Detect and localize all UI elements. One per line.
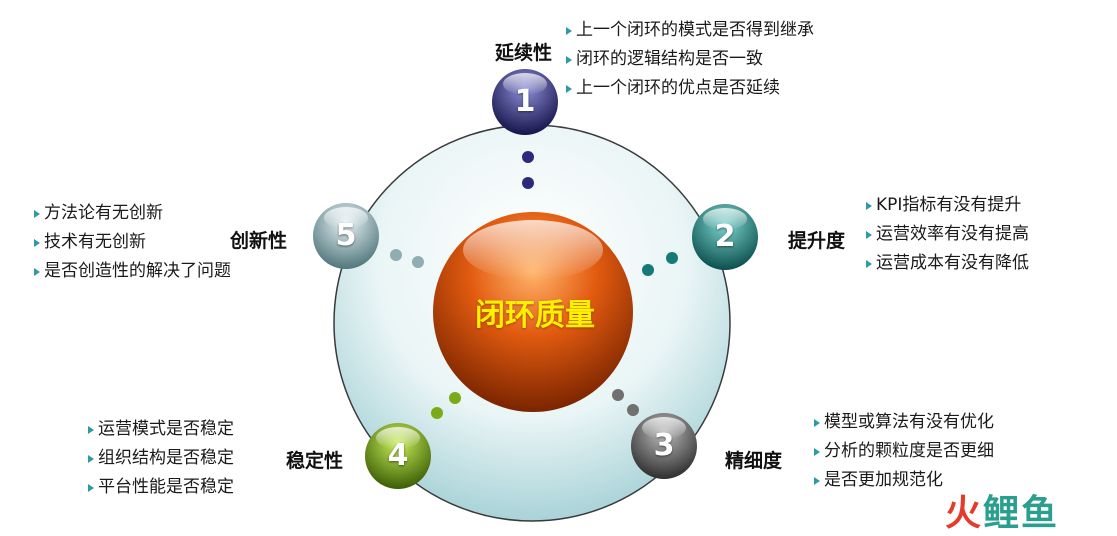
bullet-text: 上一个闭环的模式是否得到继承 (576, 20, 814, 40)
bullet-item: 运营效率有没有提高 (866, 220, 1029, 249)
node-bullets-4: 运营模式是否稳定 组织结构是否稳定 平台性能是否稳定 (88, 415, 234, 502)
bullet-text: 方法论有无创新 (44, 203, 163, 223)
bullet-text: 运营成本有没有降低 (876, 253, 1029, 273)
bullet-item: 是否创造性的解决了问题 (34, 257, 231, 286)
node-number-5: 5 (335, 218, 357, 253)
bullet-text: 模型或算法有没有优化 (824, 412, 994, 432)
node-sphere-5 (313, 203, 379, 269)
node-number-2: 2 (714, 219, 736, 254)
arrow-icon (88, 454, 94, 463)
bullet-text: 是否创造性的解决了问题 (44, 261, 231, 281)
bullet-item: KPI指标有没有提升 (866, 191, 1029, 220)
arrow-icon (88, 483, 94, 492)
arrow-icon (866, 201, 872, 210)
watermark-part1: 火 (945, 493, 984, 534)
bullet-text: 技术有无创新 (44, 232, 146, 252)
node-sphere-1 (492, 69, 558, 135)
connector-dots-5 (390, 249, 424, 268)
connector-dots-1 (522, 151, 534, 189)
bullet-item: 平台性能是否稳定 (88, 473, 234, 502)
connector-dots-2 (642, 252, 678, 276)
arrow-icon (814, 447, 820, 456)
node-number-3: 3 (653, 428, 675, 463)
bullet-text: 分析的颗粒度是否更细 (824, 441, 994, 461)
connector-dots-4 (431, 392, 461, 419)
bullet-item: 上一个闭环的模式是否得到继承 (566, 16, 814, 45)
bullet-text: 组织结构是否稳定 (98, 448, 234, 468)
node-bullets-3: 模型或算法有没有优化 分析的颗粒度是否更细 是否更加规范化 (814, 408, 994, 495)
node-sphere-4 (365, 423, 431, 489)
arrow-icon (566, 26, 572, 35)
node-sphere-3 (631, 413, 697, 479)
arrow-icon (566, 84, 572, 93)
arrow-icon (34, 238, 40, 247)
bullet-item: 组织结构是否稳定 (88, 444, 234, 473)
arrow-icon (88, 425, 94, 434)
node-number-1: 1 (514, 84, 536, 119)
node-bullets-5: 方法论有无创新 技术有无创新 是否创造性的解决了问题 (34, 199, 231, 286)
node-label-1: 延续性 (495, 42, 553, 64)
bullet-text: 闭环的逻辑结构是否一致 (576, 49, 763, 69)
arrow-icon (566, 55, 572, 64)
bullet-item: 运营模式是否稳定 (88, 415, 234, 444)
bullet-item: 分析的颗粒度是否更细 (814, 437, 994, 466)
arrow-icon (866, 259, 872, 268)
watermark-part2: 鲤鱼 (983, 493, 1060, 534)
node-label-3: 精细度 (725, 450, 783, 472)
bullet-text: 平台性能是否稳定 (98, 477, 234, 497)
bullet-item: 方法论有无创新 (34, 199, 231, 228)
bullet-text: 上一个闭环的优点是否延续 (576, 78, 780, 98)
connector-dots-3 (612, 389, 639, 416)
node-number-4: 4 (387, 438, 409, 473)
arrow-icon (34, 267, 40, 276)
arrow-icon (866, 230, 872, 239)
center-title: 闭环质量 (475, 298, 595, 333)
node-label-5: 创新性 (230, 230, 288, 252)
bullet-text: 是否更加规范化 (824, 470, 943, 490)
bullet-item: 闭环的逻辑结构是否一致 (566, 45, 814, 74)
node-bullets-1: 上一个闭环的模式是否得到继承 闭环的逻辑结构是否一致 上一个闭环的优点是否延续 (566, 16, 814, 103)
arrow-icon (814, 476, 820, 485)
bullet-text: 运营效率有没有提高 (876, 224, 1029, 244)
node-sphere-2 (692, 204, 758, 270)
bullet-text: KPI指标有没有提升 (876, 195, 1022, 215)
node-label-4: 稳定性 (286, 450, 344, 472)
bullet-item: 上一个闭环的优点是否延续 (566, 74, 814, 103)
node-bullets-2: KPI指标有没有提升 运营效率有没有提高 运营成本有没有降低 (866, 191, 1029, 278)
bullet-item: 技术有无创新 (34, 228, 231, 257)
watermark-logo: 火鲤鱼 (945, 484, 1059, 536)
bullet-item: 模型或算法有没有优化 (814, 408, 994, 437)
arrow-icon (34, 209, 40, 218)
bullet-text: 运营模式是否稳定 (98, 419, 234, 439)
node-label-2: 提升度 (788, 230, 846, 252)
center-sphere-gloss (463, 220, 603, 280)
bullet-item: 是否更加规范化 (814, 466, 994, 495)
arrow-icon (814, 418, 820, 427)
bullet-item: 运营成本有没有降低 (866, 249, 1029, 278)
